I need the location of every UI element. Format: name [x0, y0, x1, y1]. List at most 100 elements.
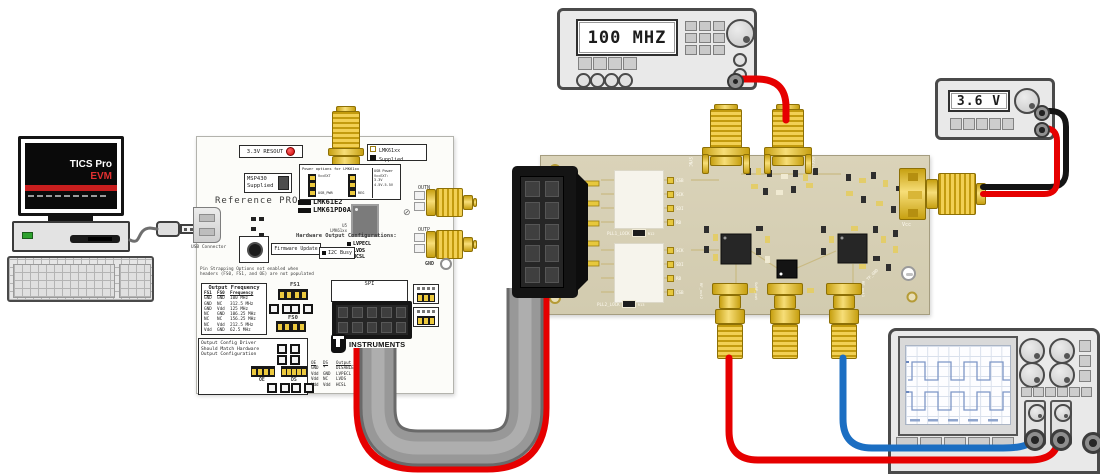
oeds-cell: Vdd [323, 381, 331, 387]
jumper-pair [269, 304, 292, 314]
oeds-cell: HCSL [336, 381, 347, 387]
fs0-label: FS0 [288, 315, 298, 321]
oeds-cell: Vdd [311, 381, 319, 387]
pad-sck-bot: SCK [667, 247, 684, 254]
sig-gen-button [623, 57, 637, 70]
scope-row-button [1057, 387, 1068, 397]
outp-pad [414, 233, 425, 242]
dut-board: CSB SCK SDI RB SCK SDI RB CSB PLL1_LOCK … [540, 104, 986, 359]
jumper-pair [290, 304, 313, 314]
freq-cell: Vdd [217, 306, 225, 312]
u5-label: U5 LMK61xx [329, 223, 347, 233]
oeds-cell: LVDS [336, 376, 347, 382]
config-note-3: Output Configuration [201, 352, 257, 358]
sma-rfout2-cyl [719, 295, 741, 309]
freq-cell: GND [204, 301, 212, 307]
sma-swrf-flange [767, 283, 803, 295]
psu-terminal [1034, 122, 1050, 138]
keyboard-main-keys [13, 264, 115, 298]
sma-oscin-cap [776, 104, 800, 110]
jumper-label-reg: REG [358, 191, 365, 195]
sma-vcc-thread [938, 173, 976, 215]
freq-cell: NC [204, 317, 210, 323]
pwrbox-2: VccEXT: 3.3V [374, 173, 389, 183]
oeds-col: Output [336, 360, 352, 365]
usb-connector-label: USB Connector [191, 245, 227, 250]
tp-gnd-testpoint [901, 266, 916, 281]
lmksup-2: Supplied [379, 157, 404, 163]
sma-outn-tip [463, 195, 473, 210]
u5-chip [351, 204, 379, 237]
sma-outn-pin [473, 198, 477, 207]
board-label-sticker [614, 243, 664, 303]
sma-outn-hex [426, 189, 436, 216]
firmware-button [239, 236, 269, 263]
scope-row-button [1045, 387, 1056, 397]
sig-gen-round-button [604, 73, 619, 88]
outp-pad [414, 244, 425, 253]
sma-vcc-flange [899, 168, 926, 220]
scope-menu-button [968, 437, 990, 450]
scope-ch1-knob [1028, 404, 1046, 422]
fs0-header [276, 321, 306, 332]
sma-vcc-tip [976, 183, 986, 205]
no-lead-icon: ⊘ [403, 207, 411, 217]
freq-cell: 156.25 MHz [230, 317, 256, 323]
jumper-pair [291, 383, 314, 393]
pad-sck-top: SCK [667, 191, 684, 198]
board-label-sticker [614, 170, 664, 229]
oeds-cell: GND [323, 370, 331, 376]
sma-oscin-leg [805, 154, 812, 174]
scope-ch2-knob [1054, 404, 1072, 422]
sig-gen-keypad [685, 21, 725, 55]
power-options-title: Power options for LMK61xx [302, 166, 360, 171]
config-note-1: Output Config Driver [201, 341, 257, 346]
firmware-label: Firmware Update [271, 243, 321, 255]
resout-label: 3.3V RESOUT [239, 145, 303, 158]
scope-waveform [906, 361, 1010, 422]
pad-sdi-bot: SDI [667, 261, 684, 268]
freq-cell: 212.5 MHz [230, 322, 254, 328]
freq-col-fs0: FS0 [217, 291, 225, 296]
computer-tower [12, 221, 130, 252]
hw-config-option-lvpecl: LVPECL [347, 241, 371, 247]
msp430-1: MSP430 [247, 176, 267, 182]
psu-voltage: 3.6 V [956, 93, 1002, 109]
sig-gen-knob [726, 19, 755, 48]
freq-cell: 62.5 MHz [230, 328, 251, 334]
hw-opt-label: LVPECL [353, 241, 372, 247]
freq-table-title: Output Frequency [208, 285, 260, 291]
sig-gen-button [608, 57, 622, 70]
sma-sync-thread [710, 109, 742, 149]
computer-screen: TICS Pro EVM [25, 143, 117, 209]
sma-rfout1-hex [829, 309, 859, 324]
usb-cable [128, 226, 159, 243]
power-options-block: Power options for LMK61xx VccEXT USB_PWR… [299, 164, 401, 200]
scope-menu-button [896, 437, 918, 450]
ti-logo-icon [331, 334, 346, 353]
sma-oscin-leg [764, 154, 771, 174]
pad-csb-bot: CSB [667, 289, 684, 296]
freq-col-frequency: Frequency [230, 291, 254, 296]
freq-cell: GND [217, 296, 225, 302]
swrf-silk-label: SwRF_out [754, 282, 759, 301]
gnd-label: GND [425, 261, 435, 267]
power-led [22, 232, 33, 239]
freq-cell: 312.5 MHz [230, 301, 254, 307]
gnd-testpoint [440, 258, 452, 270]
outn-pad [414, 191, 425, 200]
sma-swrf-hex [770, 309, 800, 324]
hw-opt-label: HCSL [353, 254, 366, 260]
sig-gen-round-button [733, 53, 747, 67]
sma-sync-leg [702, 154, 709, 174]
usb-plug-icon [156, 221, 180, 237]
resout-led [286, 147, 296, 156]
sig-gen-round-button [590, 73, 605, 88]
device1-label: LMK61E2 [313, 198, 343, 206]
oscin-silk-label: OSCin [810, 157, 815, 170]
psu-button [1002, 118, 1014, 130]
signal-generator: 100 MHZ [557, 8, 757, 90]
u5-part: LMK61xx [330, 227, 347, 233]
sig-gen-round-button [576, 73, 591, 88]
